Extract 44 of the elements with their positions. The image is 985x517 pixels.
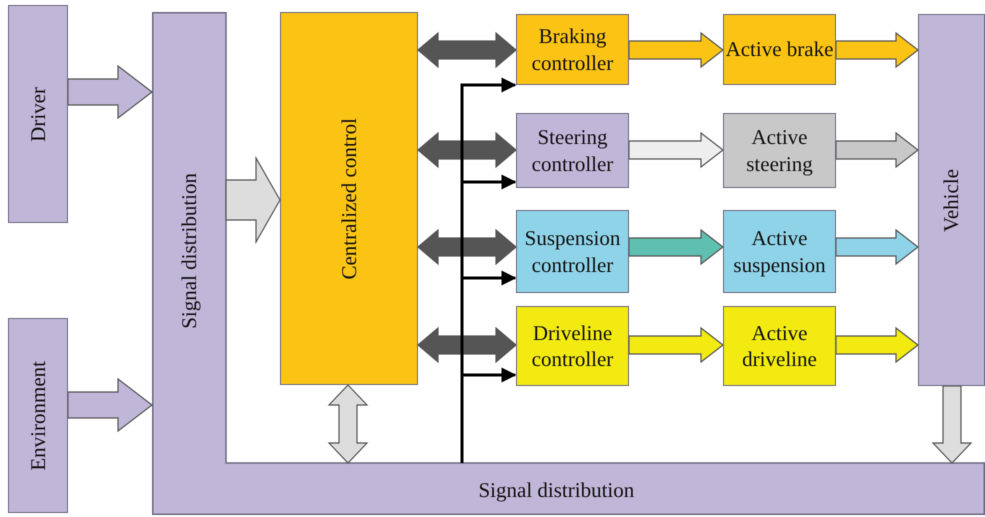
controller-box [516, 113, 629, 188]
node-label: Active brake [726, 36, 834, 63]
node-label: Suspension controller [524, 225, 622, 278]
node-label: Active driveline [741, 320, 818, 372]
node-label: Steering controller [530, 124, 614, 177]
controller-box [516, 306, 629, 386]
block-arrow [628, 32, 724, 68]
node-label: Active suspension [732, 225, 827, 278]
block-arrow [835, 132, 919, 168]
block-arrow [225, 156, 281, 244]
block-arrow [932, 385, 972, 464]
block-arrow [417, 32, 517, 68]
block-arrow [628, 132, 724, 168]
block-arrow [417, 228, 517, 266]
block-arrow [67, 378, 153, 432]
actuator-box [723, 306, 836, 386]
vehicle-box [918, 14, 985, 386]
block-arrow [67, 64, 153, 120]
input-box [8, 5, 68, 223]
control-box [280, 12, 418, 385]
input-box [8, 318, 68, 513]
band-label: Signal distribution [478, 477, 634, 504]
controller-box [516, 210, 629, 293]
node-label: Driveline controller [530, 320, 614, 372]
block-arrow [835, 228, 919, 266]
block-arrow [417, 132, 517, 168]
actuator-box [723, 14, 836, 85]
block-arrow [835, 32, 919, 68]
actuator-box [723, 113, 836, 188]
node-label: Active steering [745, 124, 814, 177]
node-label: Vehicle [938, 168, 964, 232]
block-arrow [628, 228, 724, 266]
actuator-box [723, 210, 836, 293]
node-label: Braking controller [530, 23, 614, 76]
block-arrow [628, 326, 724, 364]
block-arrow [835, 326, 919, 364]
node-label: Centralized control [336, 118, 362, 280]
block-arrow [328, 384, 368, 464]
arrow [460, 368, 516, 463]
node-label: Environment [24, 360, 51, 470]
controller-box [516, 14, 629, 85]
node-label: Driver [24, 86, 51, 142]
band-label: Signal distribution [176, 172, 202, 329]
block-arrow [417, 326, 517, 364]
